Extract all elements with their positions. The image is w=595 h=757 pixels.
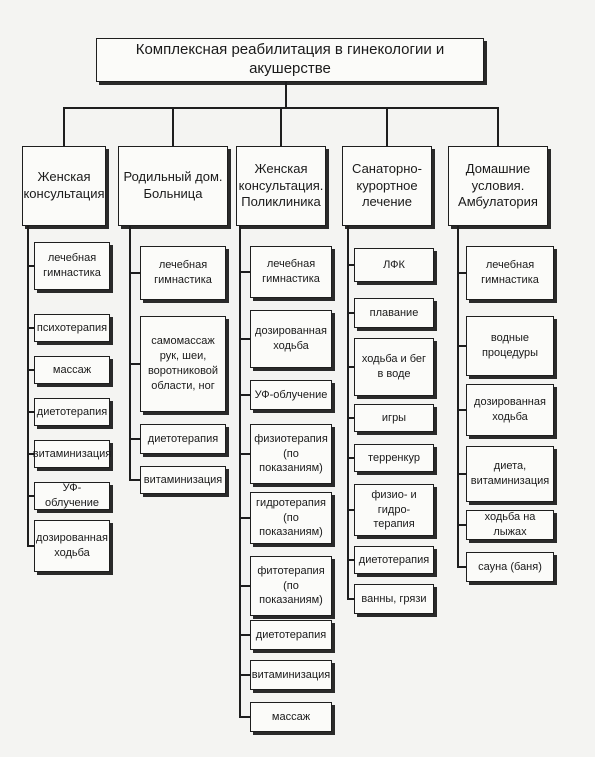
column-1-item-5-tick <box>28 453 34 455</box>
column-1-item-2: психотерапия <box>34 314 110 342</box>
column-3-item-4: физиотерапия (по показаниям) <box>250 424 332 484</box>
column-3-item-6: фитотерапия (по показаниям) <box>250 556 332 616</box>
column-4-item-7: диетотерапия <box>354 546 434 574</box>
column-4-header: Санаторно- курортное лечение <box>342 146 432 226</box>
column-3-item-1-tick <box>240 271 250 273</box>
column-4-item-2: плавание <box>354 298 434 328</box>
column-5-item-2: водные процедуры <box>466 316 554 376</box>
column-1-item-1-tick <box>28 265 34 267</box>
column-5-item-4: диета, витаминизация <box>466 446 554 502</box>
column-5-item-4-tick <box>458 473 466 475</box>
column-4-item-6: физио- и гидро- терапия <box>354 484 434 536</box>
column-3-item-2: дозированная ходьба <box>250 310 332 368</box>
column-5-header: Домашние условия. Амбулатория <box>448 146 548 226</box>
column-1-spine <box>27 226 29 547</box>
column-5-item-3-tick <box>458 409 466 411</box>
column-4-item-1: ЛФК <box>354 248 434 282</box>
column-5-item-1: лечебная гимнастика <box>466 246 554 300</box>
column-3-drop <box>280 107 282 146</box>
column-1-drop <box>63 107 65 146</box>
column-3-item-2-tick <box>240 338 250 340</box>
column-5-item-5-tick <box>458 524 466 526</box>
column-2-spine <box>129 226 131 481</box>
column-4-item-8-tick <box>348 598 354 600</box>
column-3-item-5-tick <box>240 517 250 519</box>
column-1-header: Женская консультация <box>22 146 106 226</box>
column-3-item-7: диетотерапия <box>250 620 332 650</box>
column-5-spine <box>457 226 459 568</box>
column-4-drop <box>386 107 388 146</box>
column-4-item-3-tick <box>348 366 354 368</box>
column-3-item-3-tick <box>240 394 250 396</box>
column-2-item-1-tick <box>130 272 140 274</box>
column-3-item-3: УФ-облучение <box>250 380 332 410</box>
column-2-item-4: витаминизация <box>140 466 226 494</box>
column-2-header: Родильный дом. Больница <box>118 146 228 226</box>
column-4-item-7-tick <box>348 559 354 561</box>
column-3-item-7-tick <box>240 634 250 636</box>
column-4-item-5-tick <box>348 457 354 459</box>
column-2-item-4-tick <box>130 479 140 481</box>
column-5-item-2-tick <box>458 345 466 347</box>
column-4-item-4-tick <box>348 417 354 419</box>
column-4-item-2-tick <box>348 312 354 314</box>
column-1-item-4-tick <box>28 411 34 413</box>
column-4-item-1-tick <box>348 264 354 266</box>
column-1-item-4: диетотерапия <box>34 398 110 426</box>
column-3-item-1: лечебная гимнастика <box>250 246 332 298</box>
column-4-item-3: ходьба и бег в воде <box>354 338 434 396</box>
column-2-item-2: самомассаж рук, шеи, воротниковой област… <box>140 316 226 412</box>
column-5-item-3: дозированная ходьба <box>466 384 554 436</box>
column-1-item-7-tick <box>28 545 34 547</box>
column-1-item-1: лечебная гимнастика <box>34 242 110 290</box>
column-2-item-3: диетотерапия <box>140 424 226 454</box>
column-4-item-8: ванны, грязи <box>354 584 434 614</box>
column-1-item-6-tick <box>28 495 34 497</box>
column-1-item-3-tick <box>28 369 34 371</box>
column-1-item-6: УФ-облучение <box>34 482 110 510</box>
column-5-item-6-tick <box>458 566 466 568</box>
column-3-item-9-tick <box>240 716 250 718</box>
diagram-title: Комплексная реабилитация в гинекологии и… <box>96 38 484 82</box>
column-3-item-4-tick <box>240 453 250 455</box>
column-1-item-7: дозированная ходьба <box>34 520 110 572</box>
column-2-item-1: лечебная гимнастика <box>140 246 226 300</box>
column-3-item-5: гидротерапия (по показаниям) <box>250 492 332 544</box>
column-5-drop <box>497 107 499 146</box>
column-5-item-1-tick <box>458 272 466 274</box>
column-3-header: Женская консультация. Поликлиника <box>236 146 326 226</box>
column-5-item-6: сауна (баня) <box>466 552 554 582</box>
column-2-item-3-tick <box>130 438 140 440</box>
column-2-drop <box>172 107 174 146</box>
column-3-item-6-tick <box>240 585 250 587</box>
column-4-item-5: терренкур <box>354 444 434 472</box>
column-1-item-2-tick <box>28 327 34 329</box>
column-1-item-3: массаж <box>34 356 110 384</box>
column-1-item-5: витаминизация <box>33 440 111 468</box>
column-3-spine <box>239 226 241 718</box>
column-2-item-2-tick <box>130 363 140 365</box>
column-5-item-5: ходьба на лыжах <box>466 510 554 540</box>
column-4-item-6-tick <box>348 509 354 511</box>
column-4-item-4: игры <box>354 404 434 432</box>
column-3-item-9: массаж <box>250 702 332 732</box>
root-connector <box>285 82 287 109</box>
column-4-spine <box>347 226 349 600</box>
column-3-item-8: витаминизация <box>250 660 332 690</box>
column-3-item-8-tick <box>240 674 250 676</box>
